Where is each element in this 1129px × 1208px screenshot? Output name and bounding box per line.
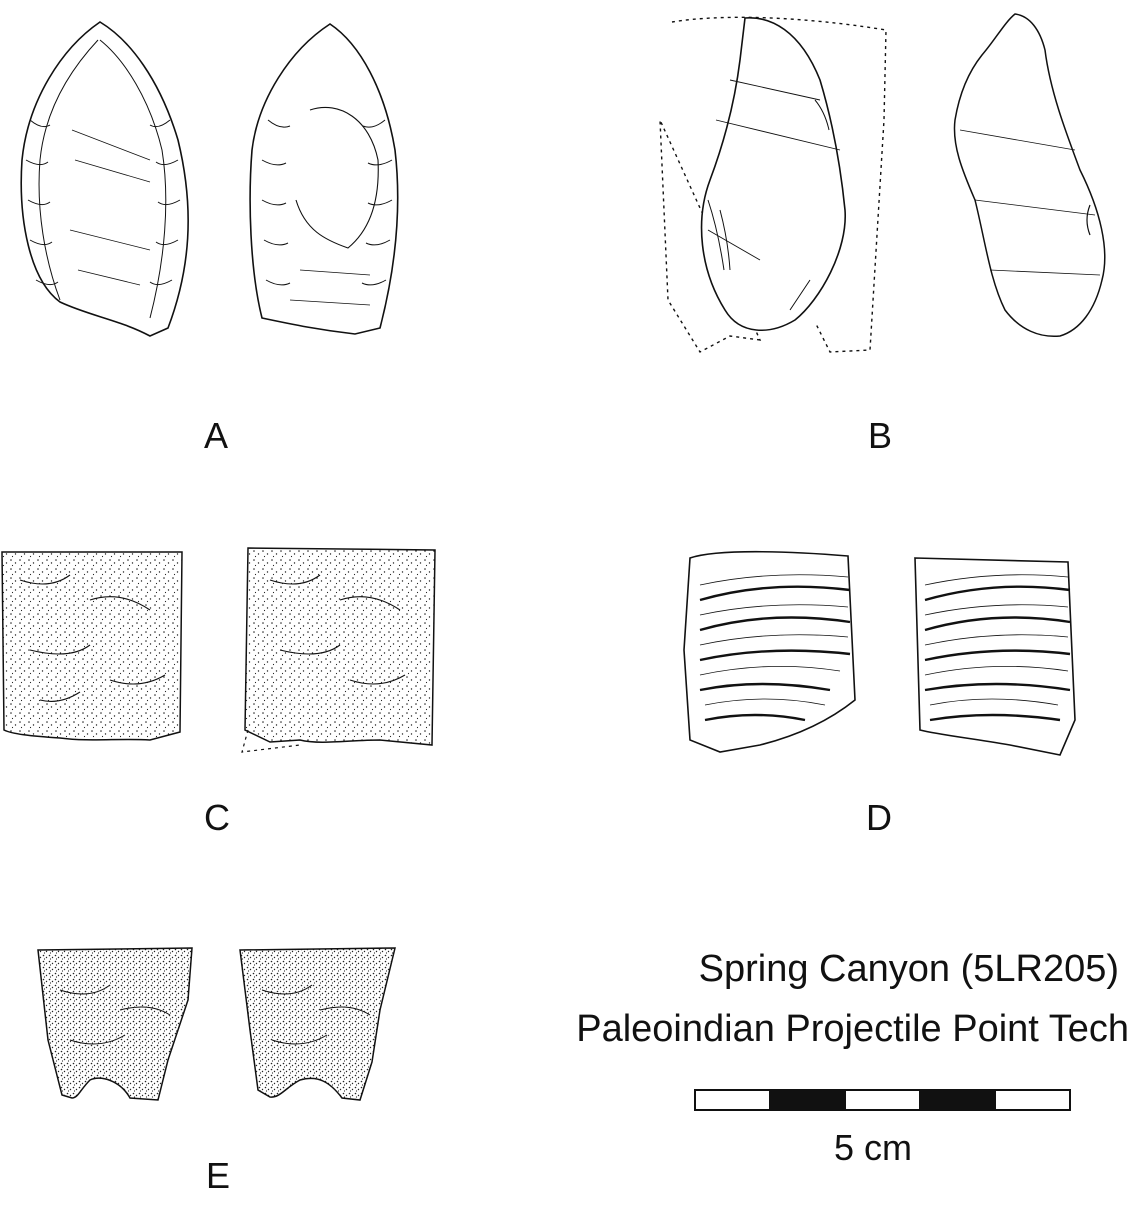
label-d: D: [866, 797, 892, 838]
scale-bar-segment-2: [769, 1089, 846, 1111]
artifact-e-face-2: [239, 947, 396, 1101]
caption-title: Spring Canyon (5LR205): [698, 948, 1119, 990]
artifact-c-face-1: [1, 551, 183, 741]
caption-subtitle: Paleoindian Projectile Point Tech: [576, 1008, 1129, 1050]
scale-bar-segment-4: [919, 1089, 996, 1111]
label-e: E: [206, 1155, 231, 1196]
artifact-b-face-1: [659, 16, 887, 353]
label-b: B: [868, 415, 893, 456]
artifact-e-face-1: [37, 947, 193, 1101]
artifact-b-face-2: [953, 13, 1106, 338]
scale-bar-segment-3: [844, 1089, 921, 1111]
label-a: A: [204, 415, 229, 456]
artifact-c-face-2: [241, 547, 436, 753]
scale-bar-segment-1: [694, 1089, 771, 1111]
artifact-a-face-1: [20, 21, 189, 337]
artifact-a-face-2: [249, 23, 399, 335]
scale-bar: [694, 1089, 1071, 1111]
scale-bar-label: 5 cm: [834, 1127, 913, 1168]
scale-bar-segment-5: [994, 1089, 1071, 1111]
label-c: C: [204, 797, 230, 838]
artifact-d-face-1: [683, 550, 856, 753]
artifact-d-face-2: [914, 557, 1076, 756]
